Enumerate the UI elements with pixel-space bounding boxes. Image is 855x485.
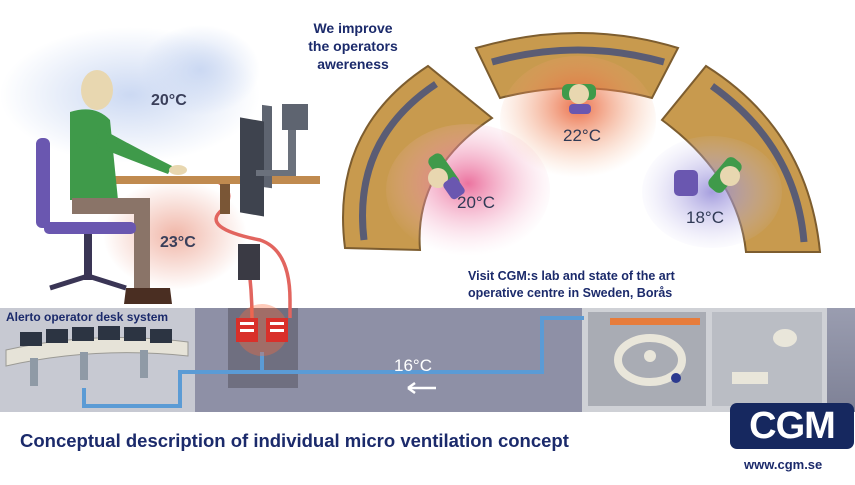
zone-center-warm: [500, 56, 656, 184]
seated-operator: [70, 70, 187, 304]
temp-console-right: 18°C: [686, 208, 724, 227]
room-air-cloud-2: [140, 25, 260, 115]
alerto-desk-picture: [0, 308, 195, 412]
console-operator-right: [674, 157, 742, 196]
temp-supply-duct: 16°C: [394, 356, 432, 375]
main-caption: Conceptual description of individual mic…: [20, 430, 569, 451]
heater-unit: [236, 244, 288, 356]
temp-under-desk: 23°C: [160, 234, 196, 251]
lab-floorplan-picture: [582, 308, 827, 412]
headline-line-2: the operators: [308, 38, 398, 54]
console-operator-left: [428, 153, 465, 200]
office-chair: [36, 138, 136, 291]
headline-line-1: We improve: [313, 20, 393, 36]
console-operator-center: [562, 84, 596, 114]
desk-caption: Alerto operator desk system: [6, 310, 169, 324]
visit-line-2: operative centre in Sweden, Borås: [468, 286, 673, 300]
visit-lab-text: Visit CGM:s lab and state of the art ope…: [468, 268, 768, 302]
temp-room-air: 20°C: [151, 92, 187, 109]
zone-left-warm: [386, 124, 550, 256]
temp-console-left: 20°C: [457, 193, 495, 212]
zone-right-cool: [642, 136, 782, 248]
visit-line-1: Visit CGM:s lab and state of the art: [468, 269, 675, 283]
headline: We improve the operators awereness: [298, 19, 408, 73]
supply-duct: [82, 316, 584, 408]
temp-console-center: 22°C: [563, 126, 601, 145]
operator-desk: [108, 104, 320, 217]
cgm-logo: CGM: [730, 403, 854, 449]
headline-line-3: awereness: [317, 56, 389, 72]
website-url: www.cgm.se: [744, 457, 823, 472]
